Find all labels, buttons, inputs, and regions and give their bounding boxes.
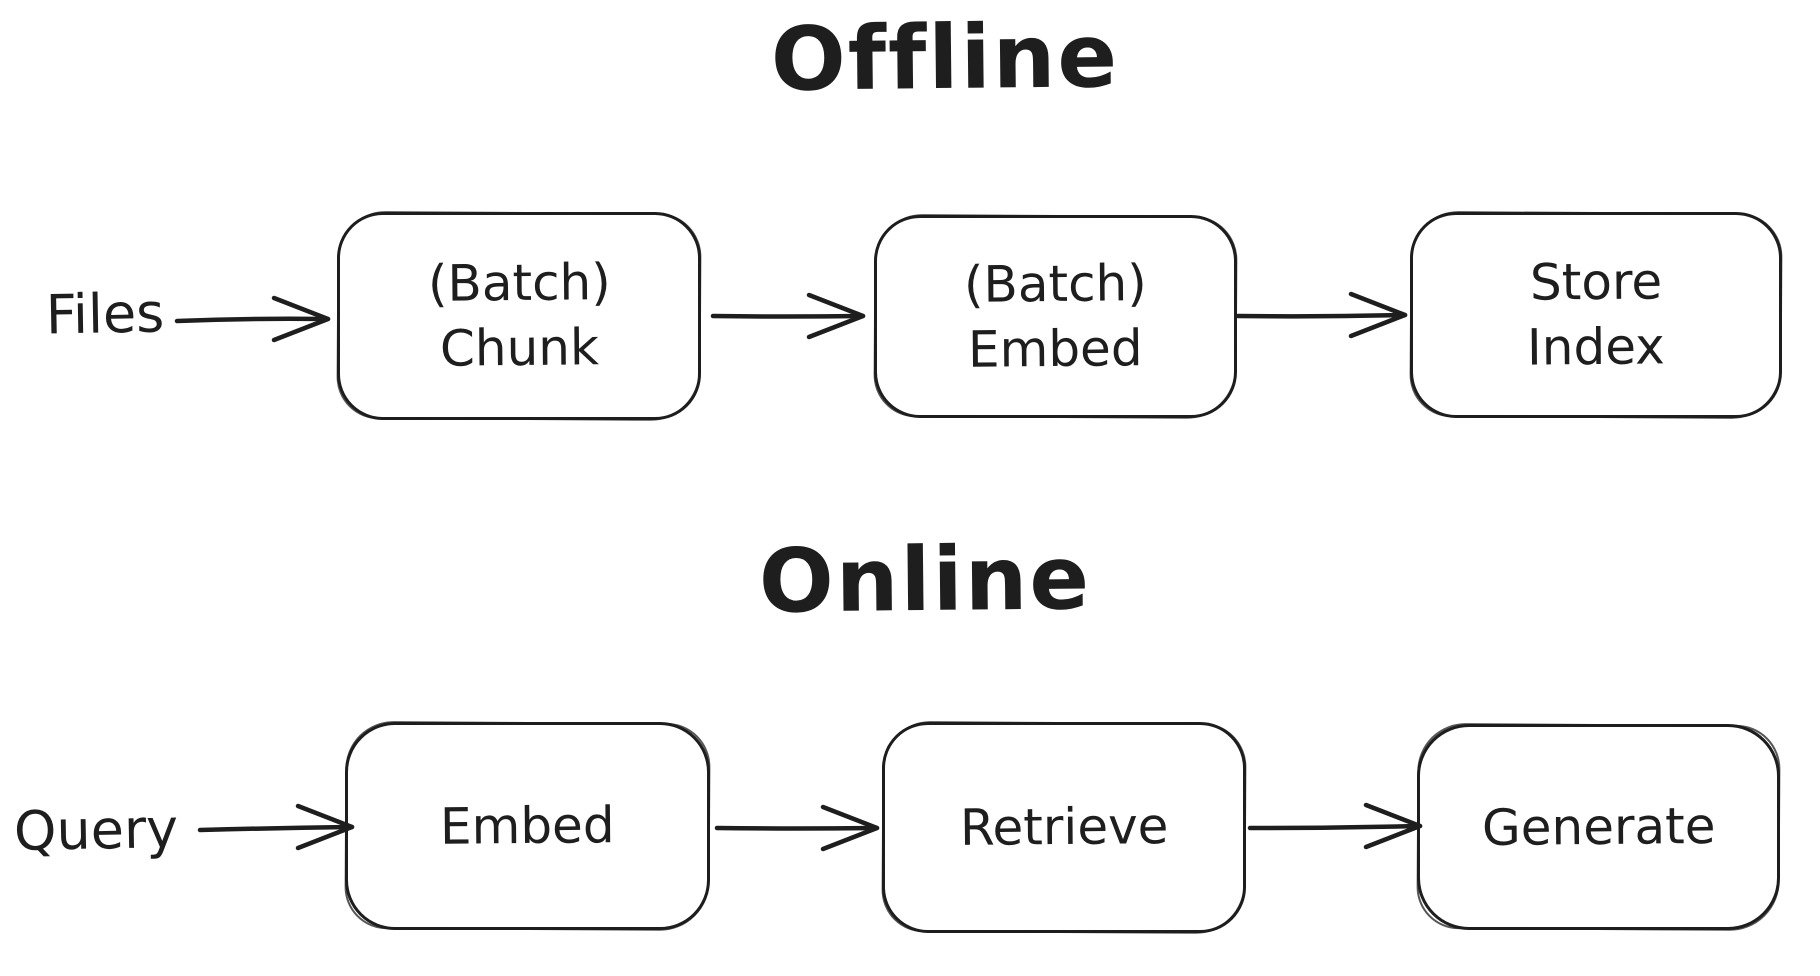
arrow-batch-embed-to-store-index bbox=[1235, 291, 1408, 339]
node-generate: Generate bbox=[1417, 724, 1780, 930]
node-label-line: Store bbox=[1529, 252, 1663, 312]
node-retrieve: Retrieve bbox=[882, 722, 1246, 933]
arrow-query-to-embed bbox=[197, 803, 355, 851]
online-section-title: Online bbox=[758, 526, 1092, 633]
node-label-line: Embed bbox=[967, 318, 1144, 379]
node-store-index: Store Index bbox=[1410, 212, 1782, 418]
arrow-files-to-chunk bbox=[174, 295, 331, 343]
node-batch-embed: (Batch) Embed bbox=[874, 215, 1237, 418]
node-label-line: Generate bbox=[1481, 796, 1716, 857]
offline-section-title: Offline bbox=[770, 4, 1120, 111]
node-label-line: Chunk bbox=[439, 318, 599, 378]
node-label-line: Retrieve bbox=[959, 797, 1169, 857]
node-label-line: (Batch) bbox=[427, 253, 611, 313]
files-source-label: Files bbox=[45, 281, 165, 347]
arrow-chunk-to-batch-embed bbox=[710, 292, 866, 340]
arrow-retrieve-to-generate bbox=[1247, 802, 1423, 850]
node-label-line: Index bbox=[1526, 317, 1666, 377]
query-source-label: Query bbox=[13, 797, 179, 863]
arrow-embed-to-retrieve bbox=[714, 804, 880, 852]
node-label-line: Embed bbox=[439, 795, 616, 856]
node-batch-chunk: (Batch) Chunk bbox=[337, 212, 701, 420]
node-label-line: (Batch) bbox=[963, 253, 1148, 314]
node-embed: Embed bbox=[345, 722, 710, 930]
